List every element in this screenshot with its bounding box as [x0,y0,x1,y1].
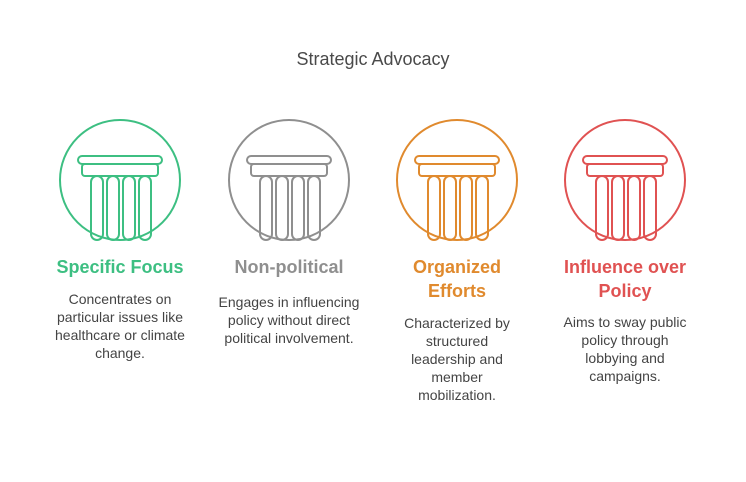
column-icon [563,118,687,242]
pillar-description: Engages in influencing policy without di… [218,294,360,346]
pillar-heading: Non-political [234,257,344,277]
pillar-heading: Influence over Policy [563,257,687,301]
column-icon [395,118,519,242]
column-icon [58,118,182,242]
pillar-description: Concentrates on particular issues like h… [55,291,185,361]
pillar-description: Characterized by structured leadership a… [404,315,510,403]
diagram-title: Strategic Advocacy [296,49,450,69]
pillar-heading: Organized Efforts [412,257,501,301]
pillar-heading: Specific Focus [56,257,184,277]
pillar-description: Aims to sway public policy through lobby… [563,314,687,384]
column-icon [227,118,351,242]
